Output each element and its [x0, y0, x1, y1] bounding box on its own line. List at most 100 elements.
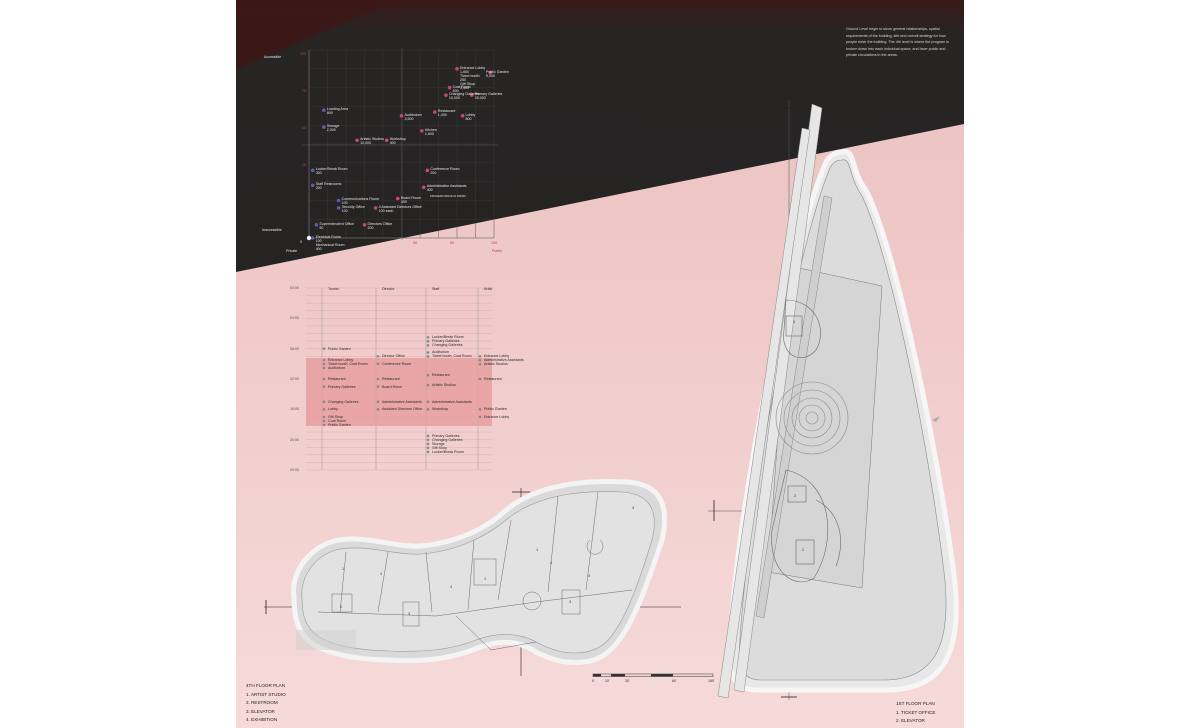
matrix-point — [455, 67, 459, 71]
y-tick-100: 100 — [300, 52, 306, 56]
caption-item: 1. ARTIST STUDIO — [246, 691, 286, 697]
y-label-top: Accessible — [264, 55, 282, 59]
fourth-floor-plan — [264, 479, 681, 676]
scale-label: 30' — [625, 679, 630, 683]
dark-band-top-shade — [236, 0, 396, 70]
matrix-point — [420, 129, 424, 133]
matrix-point-label: Artistic Studios 10,000 — [360, 137, 384, 146]
schedule-entry: Locker/Break Room Primary Galleries Chan… — [432, 335, 464, 348]
schedule-dot — [426, 335, 430, 339]
y-tick-25: 25 — [302, 163, 306, 167]
schedule-time-label: 16:00 — [290, 407, 299, 412]
matrix-point — [310, 183, 315, 188]
matrix-point — [373, 206, 378, 210]
schedule-column-header: Director — [382, 287, 395, 291]
schedule-time-label: 00:00 — [290, 286, 299, 290]
room-number: 4 — [550, 561, 553, 565]
matrix-point — [421, 185, 426, 190]
matrix-point-label: Kitchen 1,800 — [424, 127, 437, 136]
schedule-entry: Public Garden — [484, 407, 507, 412]
schedule-entry: Entrance Lobby — [484, 414, 510, 419]
matrix-point-label: Entrance Lobby 1,800 Ticket booth 250 Gi… — [460, 65, 486, 90]
fourth-floor-caption: 4TH FLOOR PLAN 1. ARTIST STUDIO 2. RESTR… — [246, 682, 286, 725]
schedule-entry: Lobby — [328, 407, 338, 412]
caption-title: 1ST FLOOR PLAN — [896, 701, 935, 706]
matrix-point — [447, 85, 452, 90]
matrix-point — [322, 108, 326, 112]
matrix-point-label: Public Garden 5,000 — [486, 69, 509, 78]
x-label-private: Private — [286, 249, 298, 253]
matrix-point-label: Conference Room 200 — [430, 167, 460, 176]
schedule-entry: Administrative Assistants — [432, 399, 472, 404]
schedule-dot — [322, 415, 326, 419]
schedule-dot — [478, 415, 482, 419]
schedule-entry: Restaurant — [432, 373, 450, 378]
schedule-dot — [426, 442, 430, 446]
scale-bar — [592, 673, 714, 677]
scale-label: 0 — [592, 679, 594, 683]
matrix-point-label: Auditorium 3,500 — [404, 112, 422, 121]
schedule-time-label: 08:00 — [290, 346, 299, 351]
matrix-point-label: 4 Assistant Directors Office 100 each — [378, 204, 422, 213]
schedule-highlight — [306, 358, 492, 426]
room-number: 3 — [408, 612, 411, 616]
schedule-entry: Artistic Studios — [432, 383, 456, 388]
schedule-dot — [426, 446, 430, 450]
schedule-dot — [478, 408, 482, 411]
matrix-point-label: Storage 2,000 — [326, 124, 340, 133]
schedule-entry: Assistant Directors Office — [382, 407, 423, 412]
schedule-dot — [426, 355, 430, 358]
schedule-entry: Public Garden — [328, 346, 351, 351]
board-graphics — [236, 0, 964, 700]
matrix-origin-dot — [306, 235, 312, 241]
caption-item: 3. ELEVATOR — [246, 708, 275, 714]
caption-item: 2. ELEVATOR — [896, 718, 925, 723]
matrix-point-label: Lobby 800 — [465, 112, 476, 121]
schedule-dot — [376, 385, 380, 388]
schedule-entry: Primary Galleries — [328, 384, 356, 389]
scale-label: 10' — [605, 679, 610, 683]
schedule-dot — [478, 362, 482, 366]
schedule-entry: Entrance Lobby Administrative Assistants… — [484, 354, 524, 367]
matrix-point — [362, 223, 367, 227]
matrix-point — [444, 93, 448, 97]
y-label-bottom: Inaccessible — [262, 228, 282, 232]
schedule-dot — [322, 347, 326, 350]
schedule-dot — [322, 419, 326, 423]
matrix-point — [310, 236, 315, 240]
matrix-point — [488, 70, 493, 75]
matrix-point-label: Directors Office 200 — [367, 221, 393, 230]
matrix-point — [336, 198, 341, 203]
schedule-dot — [478, 377, 482, 381]
matrix-point — [470, 93, 474, 97]
room-number: 1 — [793, 320, 796, 324]
matrix-point — [310, 168, 315, 173]
schedule-entry: Restaurant — [382, 377, 400, 381]
caption-item: 1. TICKET OFFICE — [896, 709, 936, 715]
schedule-dot — [426, 438, 430, 442]
schedule-dot — [426, 383, 430, 387]
dark-band — [236, 0, 964, 272]
room-number: 3 — [569, 600, 572, 604]
y-tick-0: 0 — [300, 240, 302, 244]
matrix-point-label: Loading Area 800 — [326, 107, 348, 116]
schedule-entry: Workshop — [432, 407, 449, 412]
room-number: 1 — [536, 548, 539, 552]
room-number: 2 — [340, 605, 343, 609]
schedule-dot — [426, 450, 430, 454]
matrix-point — [399, 114, 404, 118]
schedule-entry: Changing Galleries — [328, 399, 359, 404]
matrix-point-label: Locker/Break Room 300 — [315, 167, 348, 176]
room-number: 1 — [484, 577, 487, 581]
schedule-dot — [376, 400, 380, 404]
room-number: 4 — [632, 506, 635, 510]
matrix-point — [396, 196, 400, 201]
schedule-time-label: 00:00 — [290, 468, 299, 472]
schedule-column-header: Staff — [432, 287, 440, 291]
room-number: 1 — [342, 567, 345, 571]
presentation-board: Ground Level begin to show general relat… — [236, 0, 964, 728]
matrix-point-label: Restaurant 1,400 — [437, 109, 456, 118]
first-floor-plan — [708, 100, 959, 700]
matrix-note: PROGRAM SPACE IN 1000SF — [430, 195, 466, 198]
first-floor-caption: 1ST FLOOR PLAN 1. TICKET OFFICE 2. ELEVA… — [896, 700, 935, 726]
